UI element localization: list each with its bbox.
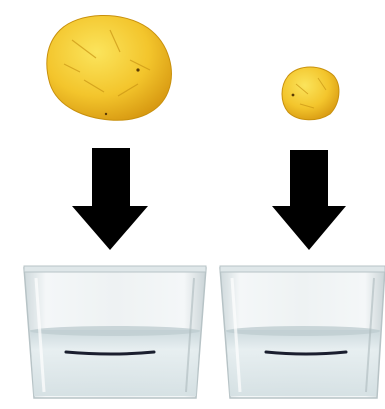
left-panel bbox=[24, 15, 206, 398]
down-arrow-icon bbox=[72, 148, 148, 250]
down-arrow-icon bbox=[272, 150, 346, 250]
glass-of-water-left bbox=[24, 266, 206, 398]
small-clay-ball bbox=[282, 67, 339, 120]
large-clay-ball bbox=[47, 15, 172, 120]
right-panel bbox=[220, 67, 385, 398]
glass-of-water-right bbox=[220, 266, 385, 398]
